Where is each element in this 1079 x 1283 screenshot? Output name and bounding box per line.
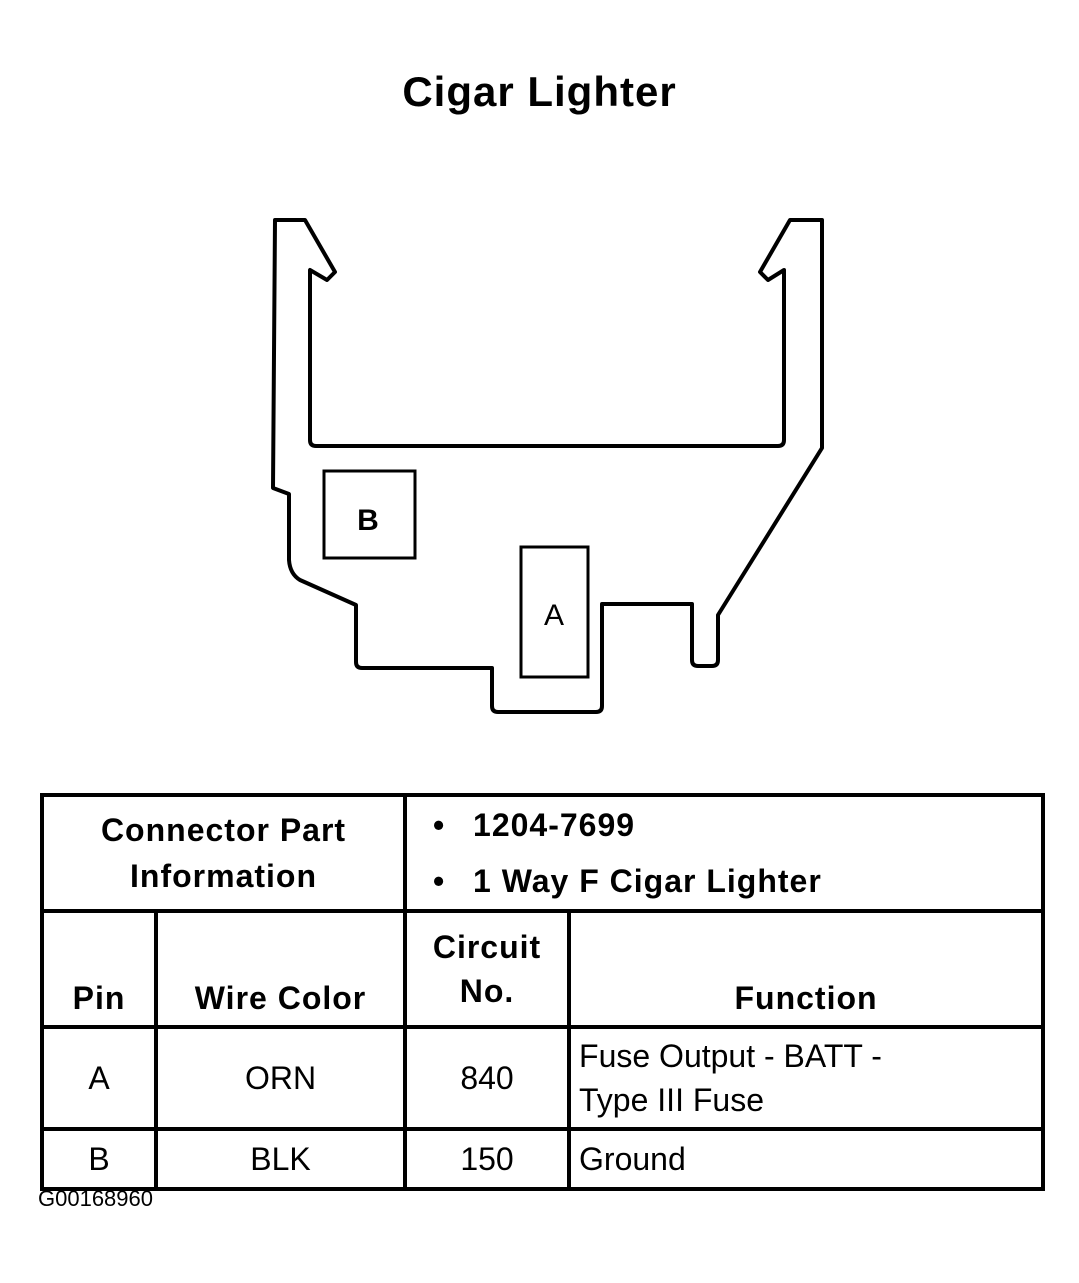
function-cell: Ground <box>567 1127 1046 1191</box>
header-function: Function <box>567 909 1046 1029</box>
function-line2: Type III Fuse <box>579 1082 764 1118</box>
column-header-row: Pin Wire Color Circuit No. Function <box>40 909 1046 1029</box>
function-line1: Ground <box>579 1141 686 1177</box>
header-circuit: Circuit No. <box>403 909 572 1029</box>
info-value-item: • 1204-7699 <box>433 797 1041 853</box>
bullet-icon: • <box>433 863 446 899</box>
connector-part-info-label: Connector Part Information <box>39 793 408 913</box>
info-value-item: • 1 Way F Cigar Lighter <box>433 853 1041 909</box>
wire-color-cell: BLK <box>153 1127 408 1191</box>
wire-color-cell: ORN <box>153 1025 408 1131</box>
pin-cell: B <box>40 1127 158 1191</box>
header-wire-color: Wire Color <box>153 909 408 1029</box>
page-title: Cigar Lighter <box>402 68 677 115</box>
info-label-line1: Connector Part <box>100 812 347 848</box>
pin-b-label: B <box>357 504 379 537</box>
bullet-icon: • <box>433 807 446 843</box>
part-number: 1204-7699 <box>473 807 636 843</box>
pin-b-cavity <box>322 469 417 560</box>
pin-a-label: A <box>544 599 564 632</box>
table-row: A ORN 840 Fuse Output - BATT - Type III … <box>40 1025 1046 1131</box>
header-pin: Pin <box>40 909 158 1029</box>
circuit-cell: 150 <box>403 1127 572 1191</box>
connector-table: Connector Part Information • 1204-7699 • 1… <box>39 793 1046 1191</box>
info-row: Connector Part Information • 1204-7699 • 1… <box>39 793 1046 913</box>
header-circuit-line2: No. <box>459 973 515 1009</box>
info-label-line2: Information <box>130 858 317 894</box>
function-cell: Fuse Output - BATT - Type III Fuse <box>567 1025 1046 1131</box>
connector-part-info-values: • 1204-7699 • 1 Way F Cigar Lighter <box>403 793 1046 913</box>
connector-outline <box>271 218 824 714</box>
header-circuit-line1: Circuit <box>432 929 542 965</box>
pin-a-cavity <box>519 545 590 679</box>
pin-cell: A <box>40 1025 158 1131</box>
table-row: B BLK 150 Ground <box>40 1127 1046 1191</box>
circuit-cell: 840 <box>403 1025 572 1131</box>
connector-diagram: B A <box>271 218 824 714</box>
figure-code: G00168960 <box>38 1186 153 1211</box>
part-description: 1 Way F Cigar Lighter <box>473 863 822 899</box>
function-line1: Fuse Output - BATT - <box>579 1038 882 1074</box>
